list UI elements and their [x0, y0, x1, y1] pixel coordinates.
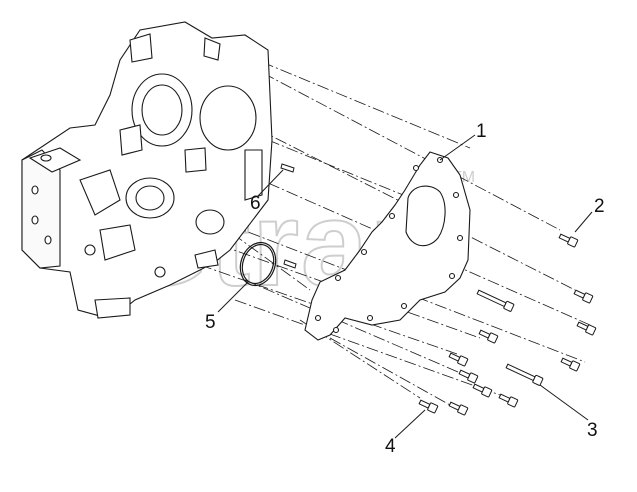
leader-lines	[217, 134, 593, 439]
dowel-pin-upper	[280, 163, 295, 173]
dowel-pin-lower	[283, 259, 297, 269]
callout-4: 4	[385, 436, 396, 457]
bolt-group	[418, 233, 597, 416]
bolt-short	[478, 329, 499, 344]
bolt-short	[472, 383, 493, 398]
bolt-short	[558, 233, 579, 248]
bolt-short	[560, 357, 581, 372]
bolt-short	[448, 401, 469, 416]
o-ring	[239, 241, 277, 287]
bolt-short	[498, 393, 519, 408]
bolt-long	[505, 363, 544, 386]
engine-housing	[21, 21, 273, 319]
callout-labels: 1 2 3 4 5 6	[205, 121, 605, 457]
callout-5: 5	[205, 312, 216, 333]
cover-plate	[304, 151, 471, 341]
callout-6: 6	[250, 193, 261, 214]
callout-2: 2	[594, 196, 605, 217]
callout-3: 3	[587, 420, 598, 441]
bolt-long	[476, 289, 515, 312]
bolt-short	[576, 321, 597, 336]
bolt-short	[573, 289, 594, 304]
bolt-short	[418, 399, 439, 414]
callout-1: 1	[476, 121, 487, 142]
bolt-short	[448, 352, 469, 367]
bolt-short	[458, 369, 479, 384]
